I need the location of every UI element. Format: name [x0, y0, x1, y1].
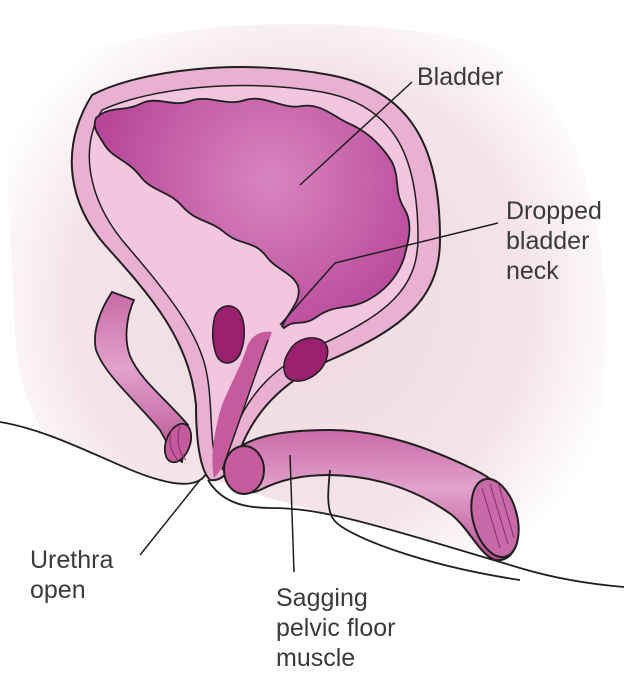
label-dropped-bladder-neck: Dropped bladder neck — [506, 196, 602, 286]
label-sagging-pelvic-floor-muscle: Sagging pelvic floor muscle — [276, 583, 396, 673]
label-urethra-open: Urethra open — [30, 545, 113, 605]
pelvic-floor-muscle-left-end — [224, 446, 264, 494]
left-tissue-blob — [213, 306, 245, 363]
label-bladder: Bladder — [417, 62, 503, 92]
